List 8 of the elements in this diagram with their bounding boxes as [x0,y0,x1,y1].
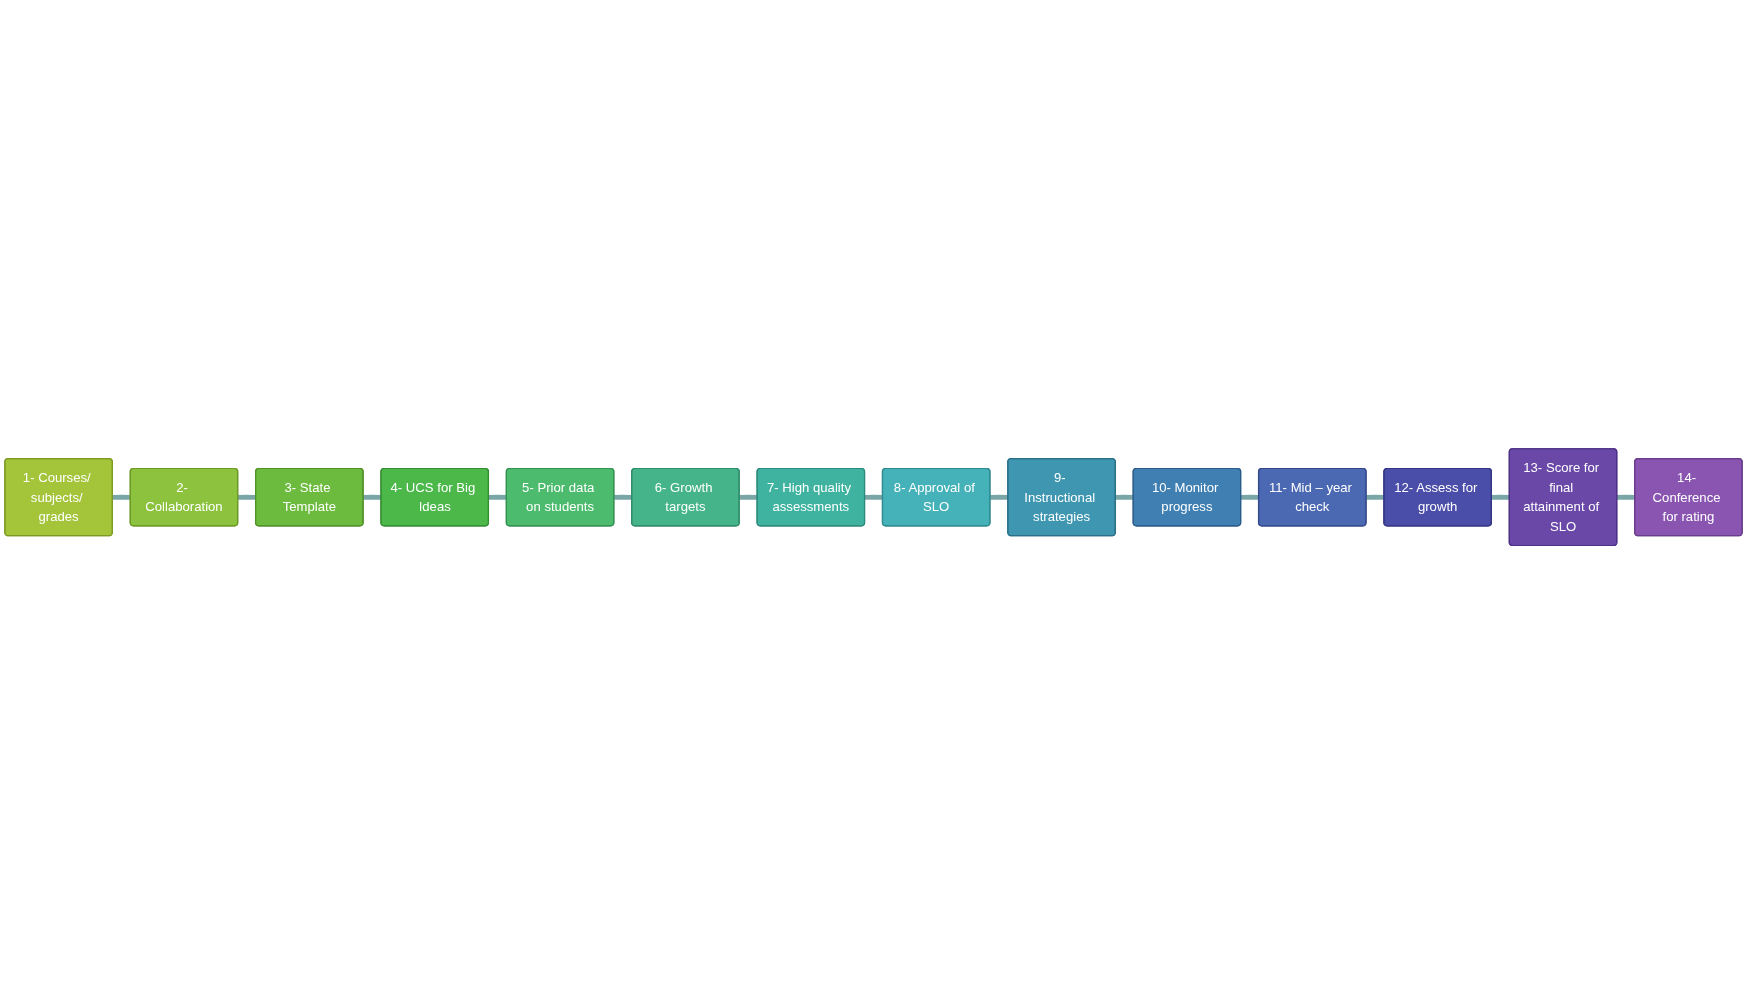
connector [864,494,883,500]
connector [739,494,758,500]
connector [1240,494,1259,500]
connector [488,494,507,500]
connector [112,494,131,500]
connector [237,494,256,500]
connector [1491,494,1510,500]
connector [1115,494,1134,500]
